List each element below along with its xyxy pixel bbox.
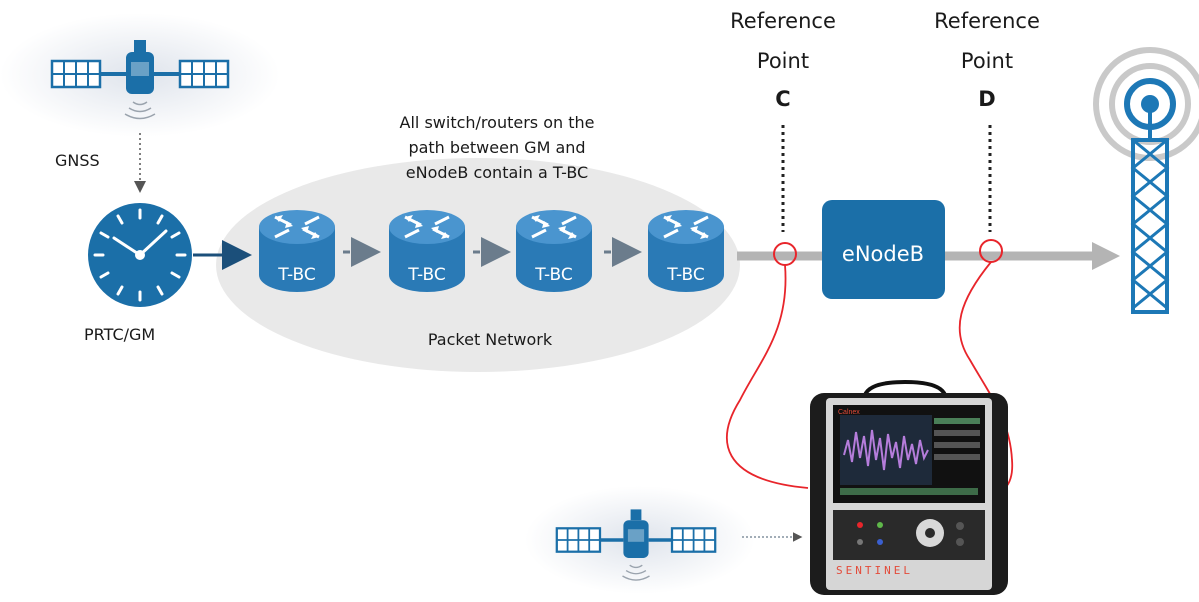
- cloud-note-line-1: All switch/routers on the: [400, 113, 595, 132]
- enodeb-label: eNodeB: [842, 242, 924, 266]
- cloud-note-line-2: path between GM and: [408, 138, 585, 157]
- ref-d-line-1: Reference: [934, 9, 1040, 33]
- router-1: T-BC: [257, 208, 337, 294]
- device-brand: Calnex: [838, 409, 860, 416]
- cell-tower-icon: [1093, 47, 1199, 314]
- router-4: T-BC: [646, 208, 726, 294]
- ref-d-line-2: Point: [961, 49, 1013, 73]
- router-3: T-BC: [514, 208, 594, 294]
- packet-network-cloud: [216, 158, 740, 372]
- router-label: T-BC: [277, 265, 316, 285]
- ref-c-line-2: Point: [757, 49, 809, 73]
- ref-c-line-3: C: [775, 87, 790, 111]
- test-cable-c: [726, 264, 809, 489]
- packet-network-label: Packet Network: [428, 330, 553, 349]
- test-device-icon: Calnex SENTINEL: [810, 379, 1008, 595]
- ref-c-line-1: Reference: [730, 9, 836, 33]
- router-2: T-BC: [387, 208, 467, 294]
- ref-d-line-3: D: [978, 87, 995, 111]
- router-label: T-BC: [407, 265, 446, 285]
- router-label: T-BC: [534, 265, 573, 285]
- enodeb-box: [822, 200, 945, 299]
- router-label: T-BC: [666, 265, 705, 285]
- prtc-label: PRTC/GM: [84, 325, 155, 344]
- main-link-arrowhead: [1092, 242, 1120, 270]
- cloud-note-line-3: eNodeB contain a T-BC: [406, 163, 588, 182]
- clock-icon: [88, 203, 192, 307]
- gnss-label: GNSS: [55, 151, 100, 170]
- device-name: SENTINEL: [836, 564, 913, 577]
